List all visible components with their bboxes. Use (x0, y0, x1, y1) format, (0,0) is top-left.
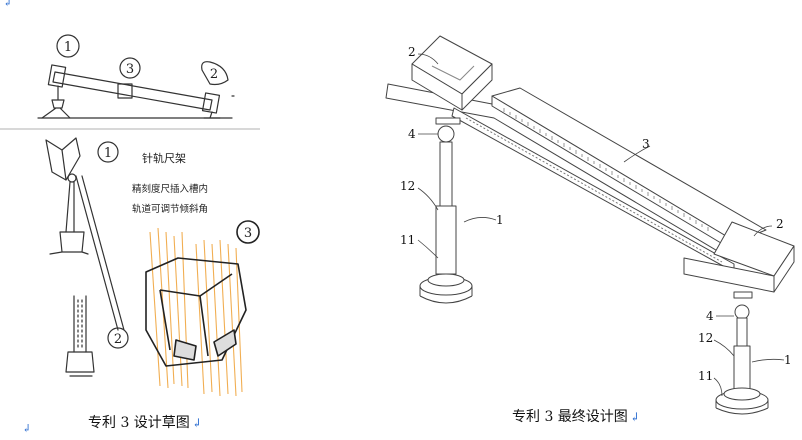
final-right-sleeve (733, 345, 751, 393)
sketch-pole (65, 181, 75, 233)
final-label-1-left: 1 (496, 213, 504, 227)
final-label-12-right: 12 (698, 331, 713, 345)
sketch-circle-2 (201, 61, 229, 86)
final-left-bracket (435, 117, 461, 125)
sketch-slider (117, 83, 133, 99)
sketch-circle-3 (119, 57, 141, 79)
sketch-stand-tube (73, 295, 87, 353)
sketch-detail-label-2: 2 (114, 332, 122, 347)
final-drawing: 2 2 3 4 4 12 12 11 11 1 1 (385, 35, 795, 415)
final-label-11-left: 11 (400, 233, 415, 247)
paragraph-mark-top: ↲ (3, 0, 13, 9)
final-right-upper-tube (736, 317, 748, 347)
final-right-ball (734, 304, 750, 320)
sketch-pole-base (49, 231, 89, 255)
sketch-label-2: 2 (210, 67, 218, 82)
sketch-rail (52, 71, 213, 111)
final-left-ball (437, 125, 455, 143)
final-ruler (491, 87, 767, 243)
sketch-note-line-1: 精刻度尺插入槽内 (132, 183, 208, 195)
final-right-bracket (733, 291, 753, 299)
sketch-stand-base (65, 351, 95, 377)
final-left-sleeve (435, 205, 457, 275)
sketch-detail-circle-2 (107, 327, 129, 349)
sketch-drawing: 1 3 2 1 2 3 针轨尺架 精刻度尺插入槽内 轨道可调节倾斜角 (0, 34, 261, 397)
final-label-4-left: 4 (408, 127, 416, 141)
sketch-label-3: 3 (126, 62, 134, 77)
sketch-label-1: 1 (64, 40, 72, 55)
sketch-left-stand (41, 85, 71, 119)
sketch-detail-3 (145, 220, 260, 367)
paragraph-mark-bottom: ↲ (22, 422, 32, 435)
sketch-caption-text: 专利 3 设计草图 (88, 415, 190, 431)
sketch-detail-label-1: 1 (104, 146, 112, 161)
sketch-left-clamp (47, 64, 67, 88)
final-ruler-ticks (503, 108, 709, 231)
sketch-caption-mark: ↲ (191, 416, 202, 430)
sketch-diagonal-rail (75, 175, 125, 331)
sketch-detail-circle-1 (97, 141, 119, 163)
final-caption: 专利 3 最终设计图↲ (512, 406, 640, 426)
final-label-1-right: 1 (784, 353, 792, 367)
sketch-ball (67, 173, 77, 183)
final-label-2-bottom-right: 2 (776, 217, 784, 231)
sketch-circle-1 (56, 34, 80, 58)
final-caption-text: 专利 3 最终设计图 (512, 409, 628, 425)
sketch-note-line-2: 轨道可调节倾斜角 (132, 203, 208, 215)
final-caption-mark: ↲ (629, 410, 640, 424)
sketch-figure: 1 3 2 1 2 3 针轨尺架 精刻度尺插入槽内 轨道可调节倾斜角 专利 3 … (0, 0, 261, 440)
final-figure: 2 2 3 4 4 12 12 11 11 1 1 专利 3 最终设计图↲ (370, 0, 802, 440)
final-left-upper-tube (439, 141, 453, 207)
sketch-right-clamp (201, 92, 221, 114)
sketch-detail-label-3: 3 (244, 226, 252, 241)
sketch-caption: 专利 3 设计草图↲ (88, 412, 202, 432)
final-label-2-top-left: 2 (408, 45, 416, 59)
final-label-3-ruler: 3 (642, 137, 650, 151)
sketch-right-stand (203, 111, 221, 119)
sketch-note-title: 针轨尺架 (142, 151, 186, 165)
final-label-11-right: 11 (698, 369, 713, 383)
final-label-12-left: 12 (400, 179, 415, 193)
final-label-4-right: 4 (706, 309, 714, 323)
